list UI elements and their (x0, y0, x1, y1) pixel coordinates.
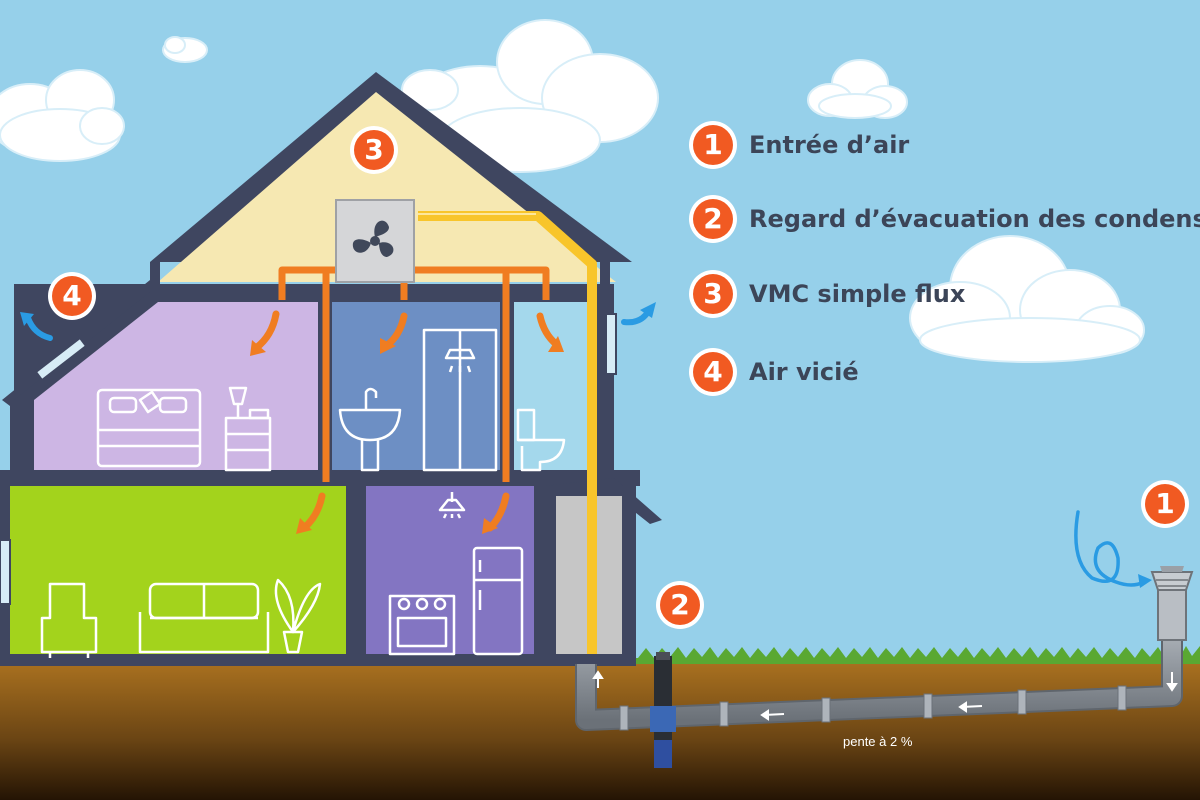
cloud-right (909, 235, 1145, 363)
sink-icon (338, 387, 402, 472)
slope-label: pente à 2 % (843, 734, 913, 749)
bathroom (332, 302, 500, 472)
wc (514, 302, 594, 472)
armchair-icon (40, 582, 98, 658)
toilet-icon (516, 408, 566, 472)
air-intake-cap-icon (1150, 566, 1194, 641)
cloud-top-right (807, 59, 908, 119)
bed-icon (96, 388, 202, 468)
marker-intake: 1 (1145, 484, 1185, 524)
house (0, 72, 662, 666)
ceiling-lamp-icon (438, 492, 466, 519)
exhaust-arrows (20, 302, 656, 341)
lamp-icon (228, 386, 248, 418)
shower-icon (422, 328, 498, 472)
legend-item-condensate: 2 Regard d’évacuation des condensats (693, 195, 1200, 243)
attic (158, 92, 616, 282)
nightstand-icon (224, 408, 272, 472)
window-right (605, 313, 617, 375)
legend-label: VMC simple flux (749, 280, 966, 308)
legend-item-air-inlet: 1 Entrée d’air (693, 121, 909, 169)
fan-icon (352, 220, 394, 257)
legend-label: Air vicié (749, 358, 859, 386)
flow-arrows (250, 310, 564, 534)
legend-badge: 2 (693, 199, 733, 239)
legend-label: Entrée d’air (749, 131, 910, 159)
window-left (0, 539, 11, 605)
stove-icon (388, 594, 456, 656)
legend-item-vmc: 3 VMC simple flux (693, 270, 965, 318)
ground (0, 664, 1200, 800)
fridge-icon (472, 546, 524, 656)
marker-condensate: 2 (660, 585, 700, 625)
kitchen (366, 486, 534, 654)
legend-item-stale-air: 4 Air vicié (693, 348, 859, 396)
sofa-icon (138, 582, 270, 654)
plant-icon (274, 578, 322, 654)
legend-label: Regard d’évacuation des condensats (749, 205, 1200, 233)
marker-exhaust: 4 (52, 276, 92, 316)
legend-badge: 1 (693, 125, 733, 165)
legend-badge: 4 (693, 352, 733, 392)
cloud-left (0, 69, 125, 162)
duct-yellow (418, 211, 597, 654)
marker-vmc: 3 (354, 130, 394, 170)
legend-badge: 3 (693, 274, 733, 314)
intake-swirl-icon (1074, 510, 1152, 588)
cloud-small (162, 36, 208, 63)
roof-vent-left (34, 336, 88, 382)
